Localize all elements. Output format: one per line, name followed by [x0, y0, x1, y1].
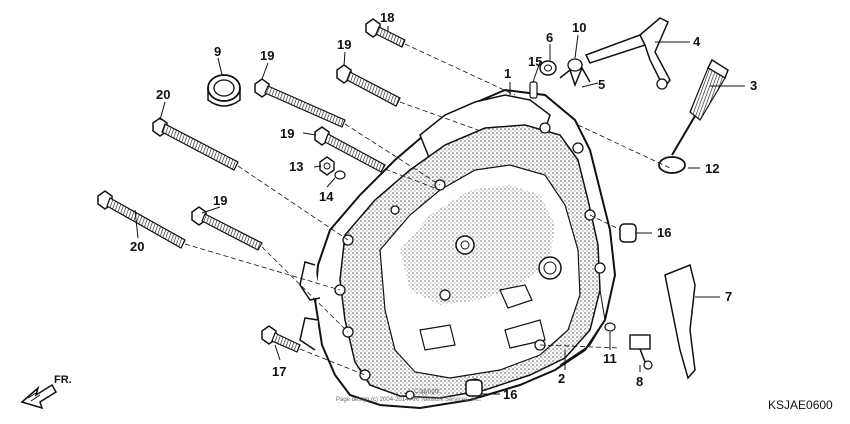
callout-5: 5 [598, 77, 605, 92]
callout-16-lower: 16 [503, 387, 517, 402]
sealing-washer [604, 322, 616, 332]
callout-labels: 1 2 3 4 5 6 7 8 9 10 11 12 13 14 15 16 1… [130, 10, 757, 402]
diagram-code: KSJAE0600 [768, 398, 833, 412]
callout-17: 17 [272, 364, 286, 379]
callout-3: 3 [750, 78, 757, 93]
callout-14: 14 [319, 189, 334, 204]
callout-19-b: 19 [337, 37, 351, 52]
washer-10 [567, 58, 583, 72]
oil-seal [207, 74, 241, 107]
callout-4: 4 [693, 34, 701, 49]
callout-11: 11 [603, 351, 617, 366]
callout-8: 8 [636, 374, 643, 389]
nut [319, 156, 335, 176]
guide-plate [664, 263, 696, 380]
callout-9: 9 [214, 44, 221, 59]
callout-20-upper: 20 [156, 87, 170, 102]
neutral-switch [629, 334, 653, 370]
callout-7: 7 [725, 289, 732, 304]
flange-bolt-19-c [314, 126, 386, 173]
washer [334, 170, 346, 180]
oil-filler-cap-dipstick [671, 58, 729, 156]
callout-1: 1 [504, 66, 511, 81]
shift-arm [584, 17, 671, 90]
copyright-line-2: Page design (c) 2004-2014 ARI Network Se… [336, 397, 481, 403]
flange-bolt-19-b [336, 64, 401, 107]
callout-10: 10 [572, 20, 586, 35]
callout-13: 13 [289, 159, 303, 174]
flange-bolt-20-upper [152, 117, 239, 171]
callout-16-upper: 16 [657, 225, 671, 240]
collar-upper [619, 223, 637, 243]
front-label: FR. [54, 374, 72, 386]
callout-6: 6 [546, 30, 553, 45]
callout-19-c: 19 [280, 126, 294, 141]
washer-6 [539, 60, 557, 76]
leader-lines [134, 26, 745, 395]
copyright-line-1: Copyright [414, 389, 440, 395]
assembly-lines [184, 43, 671, 376]
dowel-pin [529, 81, 538, 99]
callout-15: 15 [528, 54, 542, 69]
o-ring [658, 156, 686, 174]
flange-bolt-20-lower [97, 190, 186, 249]
collar-lower [465, 379, 483, 397]
callout-19-d: 19 [213, 193, 227, 208]
front-arrow-hatch [27, 392, 41, 402]
flange-bolt-17 [261, 325, 301, 353]
gasket [559, 289, 606, 366]
flange-bolt-19-d [191, 206, 263, 251]
right-crankcase-cover [299, 88, 617, 410]
callout-12: 12 [705, 161, 719, 176]
flange-bolt-19-a [254, 78, 346, 128]
callout-20-lower: 20 [130, 239, 144, 254]
front-direction-marker: FR. [20, 374, 72, 410]
flange-bolt-18 [365, 18, 406, 48]
front-arrow-icon [20, 383, 58, 410]
callout-19-a: 19 [260, 48, 274, 63]
return-spring [559, 66, 591, 88]
callout-18: 18 [380, 10, 394, 25]
callout-2: 2 [558, 371, 565, 386]
